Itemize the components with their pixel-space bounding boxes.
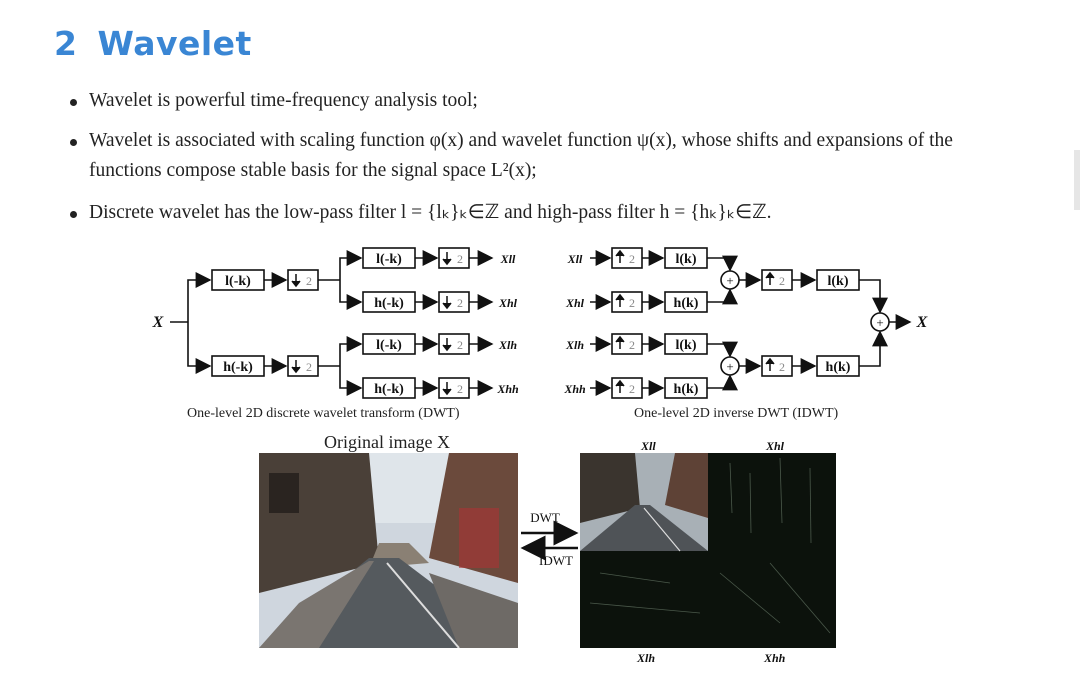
idwt-up-1: 2 xyxy=(629,252,635,266)
idwt-up-3: 2 xyxy=(629,338,635,352)
subband-label-ll: Xll xyxy=(641,439,656,453)
dwt-arrow-label: DWT xyxy=(530,510,560,525)
dwt-filter-low: l(-k) xyxy=(225,274,251,289)
dwt-filter-high-2: h(-k) xyxy=(374,296,404,311)
idwt-sum-3: + xyxy=(876,315,883,330)
bullet-dot xyxy=(70,211,77,218)
idwt-in-lh: Xlh xyxy=(565,338,584,352)
idwt-filter-low: l(k) xyxy=(676,252,697,267)
idwt-in-ll: Xll xyxy=(567,252,583,266)
bullet-text: functions compose stable basis for the s… xyxy=(89,160,537,181)
idwt-arrow-label: IDWT xyxy=(539,553,573,568)
idwt-up-4: 2 xyxy=(629,382,635,396)
dwt-out-hh: Xhh xyxy=(496,382,519,396)
dwt-down-1: 2 xyxy=(306,274,312,288)
idwt-in-hl: Xhl xyxy=(565,296,585,310)
idwt-output-x: X xyxy=(916,314,928,331)
bullet-dot xyxy=(70,139,77,146)
dwt-down-6: 2 xyxy=(457,382,463,396)
dwt-filter-low-3: l(-k) xyxy=(376,338,402,353)
idwt-in-hh: Xhh xyxy=(563,382,586,396)
scroll-edge xyxy=(1074,150,1080,210)
dwt-caption: One-level 2D discrete wavelet transform … xyxy=(187,406,460,421)
idwt-filter-low-2: l(k) xyxy=(676,338,697,353)
dwt-down-5: 2 xyxy=(457,338,463,352)
idwt-filter-high-3: h(k) xyxy=(826,360,851,375)
street-scene-image xyxy=(259,453,518,648)
dwt-out-hl: Xhl xyxy=(498,296,518,310)
idwt-up-6: 2 xyxy=(779,360,785,374)
dwt-out-lh: Xlh xyxy=(498,338,517,352)
original-image-title: Original image X xyxy=(324,432,450,452)
dwt-filter-high: h(-k) xyxy=(223,360,253,375)
section-heading: 2 Wavelet xyxy=(54,24,252,63)
dwt-result-image xyxy=(580,453,836,648)
section-title: Wavelet xyxy=(97,24,252,63)
idwt-up-5: 2 xyxy=(779,274,785,288)
dwt-filter-high-3: h(-k) xyxy=(374,382,404,397)
idwt-up-2: 2 xyxy=(629,296,635,310)
idwt-sum-2: + xyxy=(726,359,733,374)
idwt-filter-low-3: l(k) xyxy=(828,274,849,289)
idwt-caption: One-level 2D inverse DWT (IDWT) xyxy=(634,406,839,421)
dwt-down-4: 2 xyxy=(457,296,463,310)
section-number: 2 xyxy=(54,24,78,63)
subband-label-hh: Xhh xyxy=(764,651,786,665)
dwt-filter-low-2: l(-k) xyxy=(376,252,402,267)
bullet-text: Discrete wavelet has the low-pass filter… xyxy=(89,202,772,223)
dwt-input-x: X xyxy=(152,314,164,331)
idwt-sum-1: + xyxy=(726,273,733,288)
dwt-down-3: 2 xyxy=(457,252,463,266)
original-street-photo xyxy=(259,453,518,648)
subband-label-lh: Xlh xyxy=(637,651,656,665)
dwt-out-ll: Xll xyxy=(500,252,516,266)
bullet-text: Wavelet is associated with scaling funct… xyxy=(89,130,953,151)
bullet-dot xyxy=(70,99,77,106)
bullet-text: Wavelet is powerful time-frequency analy… xyxy=(89,90,478,111)
wavelet-diagrams: X l(-k) h(-k) 2 2 l(-k) h(-k) l(-k) h(-k… xyxy=(152,247,928,568)
idwt-filter-high: h(k) xyxy=(674,296,699,311)
idwt-filter-high-2: h(k) xyxy=(674,382,699,397)
subband-label-hl: Xhl xyxy=(766,439,785,453)
dwt-subbands-image xyxy=(580,453,836,648)
dwt-down-2: 2 xyxy=(306,360,312,374)
